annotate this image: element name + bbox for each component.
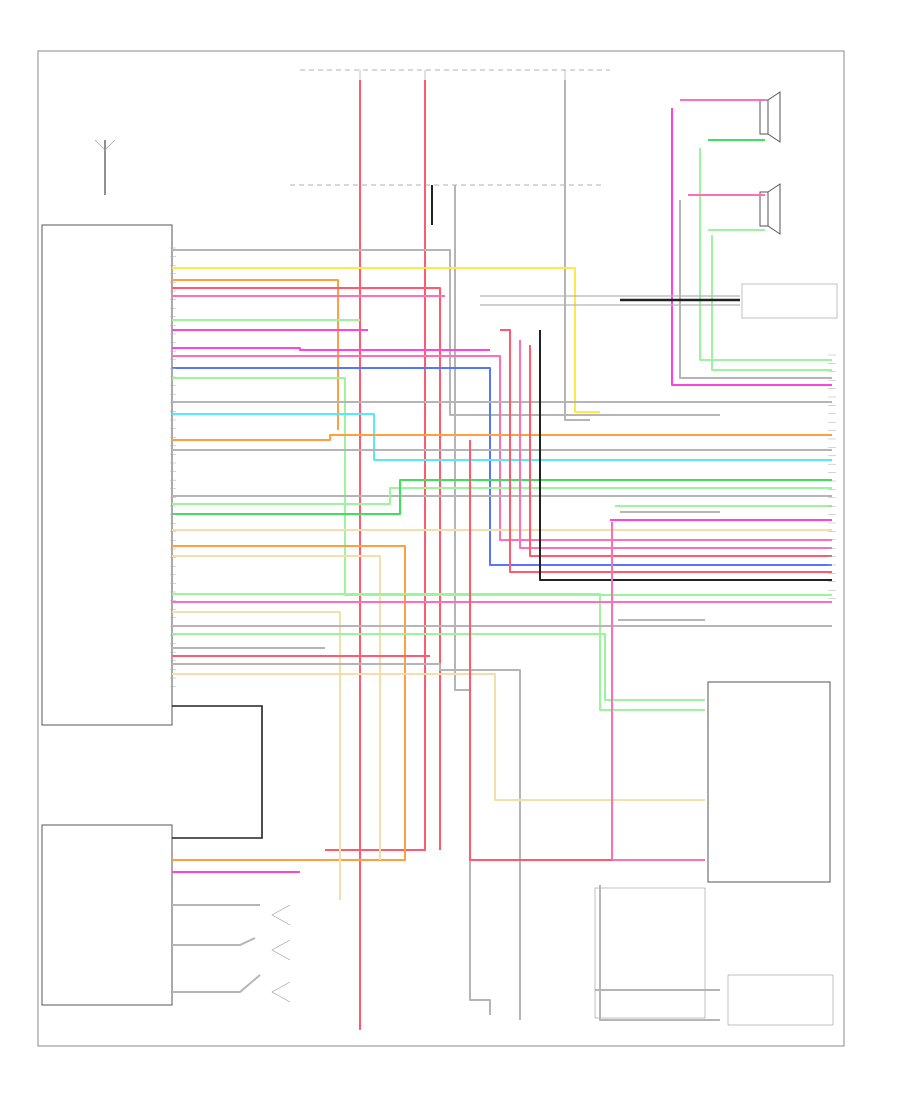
wire-red-17 — [172, 287, 441, 850]
wire-ltgreen-9 — [699, 148, 832, 361]
wire-pink-45 — [519, 340, 832, 549]
right-pin-group — [828, 354, 836, 599]
antenna-symbol — [94, 139, 116, 195]
wire-red-53 — [469, 440, 612, 861]
wire-green-31 — [172, 479, 832, 515]
component-box-bottom-mid — [594, 887, 706, 1019]
wire-tan-43 — [172, 673, 705, 801]
antenna-lead-a — [172, 705, 263, 839]
wire-ltgreen-13 — [711, 235, 832, 371]
speaker-front-left — [759, 183, 781, 235]
diagram-frame — [37, 50, 845, 1047]
component-box-bottom-right — [727, 974, 834, 1026]
wire-gray-54 — [599, 885, 720, 1021]
wire-gray-3 — [564, 80, 590, 421]
wire-magenta-7 — [671, 108, 832, 386]
speaker-rear-right — [271, 939, 291, 961]
antenna-module-box — [41, 824, 173, 1006]
wire-ltgreen-35 — [172, 593, 705, 711]
speaker-rear-left — [271, 904, 291, 926]
wire-gray-59 — [172, 974, 261, 993]
wire-gray-12 — [679, 200, 832, 379]
wire-cyan-26 — [172, 413, 832, 461]
radio-module-box — [41, 224, 173, 726]
connector-box-right — [741, 283, 838, 319]
amp-module-box — [707, 681, 831, 883]
wire-red-44 — [500, 329, 832, 573]
wire-gray-5 — [454, 185, 491, 1015]
wire-red-46 — [529, 345, 832, 557]
wire-ltgreen-39 — [172, 633, 705, 701]
wire-magenta-21 — [172, 347, 490, 351]
wire-yellow-15 — [172, 267, 600, 413]
radio-pin-group — [170, 247, 176, 687]
wire-group — [172, 80, 832, 1030]
wire-ltgreen-30 — [172, 487, 832, 505]
wire-orange-16 — [172, 279, 339, 430]
wire-tan-37 — [172, 611, 341, 900]
wire-black-47 — [539, 330, 832, 581]
wire-orange-27 — [172, 434, 832, 441]
wire-red-2 — [325, 80, 426, 851]
wire-pink-22 — [172, 355, 832, 541]
wire-gray-42 — [172, 663, 521, 1020]
wire-ltgreen-24 — [172, 377, 832, 596]
wire-gray-58 — [172, 937, 256, 946]
wire-orange-33 — [172, 545, 406, 861]
speaker-rear-center — [271, 981, 291, 1003]
wire-gray-14 — [172, 249, 720, 416]
wire-blue-23 — [172, 367, 832, 566]
wire-tan-34 — [172, 555, 381, 860]
